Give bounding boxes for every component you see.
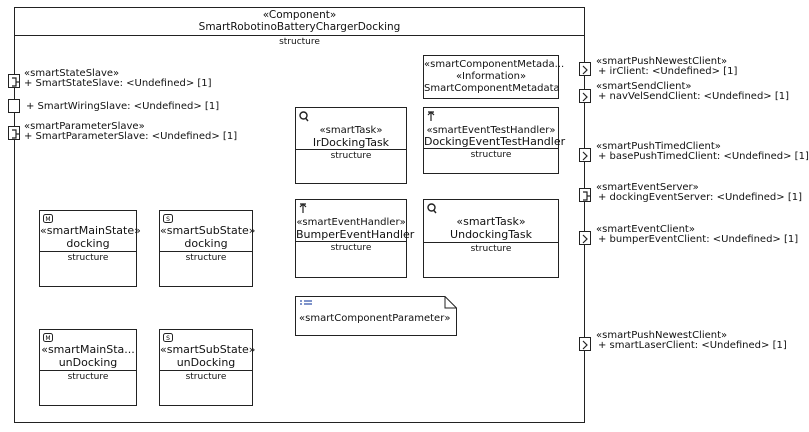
port-smart-state-slave[interactable] bbox=[8, 74, 20, 88]
component-stereotype: «Component» bbox=[262, 9, 337, 21]
port-label: + irClient: <Undefined> [1] bbox=[598, 66, 738, 77]
state-stereotype: «smartMainState» bbox=[40, 224, 141, 237]
task-name: IrDockingTask bbox=[312, 136, 390, 149]
component-name: SmartRobotinoBatteryChargerDocking bbox=[198, 21, 401, 33]
task-compartment: structure bbox=[330, 243, 372, 253]
task-compartment: structure bbox=[330, 151, 372, 161]
component-parameter-note[interactable]: «smartComponentParameter» bbox=[295, 296, 457, 336]
note-shape bbox=[295, 296, 457, 336]
clock-icon bbox=[427, 203, 437, 214]
sub-state-icon: S bbox=[163, 214, 173, 223]
port-label: + smartLaserClient: <Undefined> [1] bbox=[598, 340, 787, 351]
port-smart-parameter-slave[interactable] bbox=[8, 126, 20, 140]
state-stereotype: «smartSubState» bbox=[160, 224, 256, 237]
task-name: DockingEventTestHandler bbox=[424, 135, 566, 148]
port-base-push-timed-client[interactable] bbox=[579, 148, 591, 162]
provided-port-icon bbox=[583, 191, 590, 201]
state-box-sub-undocking[interactable]: S «smartSubState» unDocking structure bbox=[159, 329, 256, 406]
component-frame[interactable] bbox=[14, 7, 585, 423]
metadata-stereotype: «smartComponentMetada... bbox=[424, 59, 565, 70]
provided-port-icon bbox=[12, 129, 19, 139]
port-ir-client[interactable] bbox=[579, 62, 591, 76]
port-stereotype: «smartEventClient» bbox=[596, 224, 695, 235]
port-stereotype: «smartPushNewestClient» bbox=[596, 330, 728, 341]
state-name: docking bbox=[184, 237, 228, 250]
port-label: + basePushTimedClient: <Undefined> [1] bbox=[598, 151, 809, 162]
task-box-docking-event-test-handler[interactable]: «smartEventTestHandler» DockingEventTest… bbox=[423, 107, 566, 174]
task-compartment: structure bbox=[470, 244, 512, 254]
required-port-icon bbox=[582, 92, 588, 102]
task-name: BumperEventHandler bbox=[296, 228, 415, 241]
port-label: + SmartStateSlave: <Undefined> [1] bbox=[24, 78, 212, 89]
parameter-icon bbox=[300, 300, 312, 305]
task-box-bumper-event-handler[interactable]: «smartEventHandler» BumperEventHandler s… bbox=[295, 199, 415, 278]
port-bumper-event-client[interactable] bbox=[579, 231, 591, 245]
required-port-icon bbox=[582, 234, 588, 244]
port-label: + SmartParameterSlave: <Undefined> [1] bbox=[24, 131, 238, 142]
state-box-sub-docking[interactable]: S «smartSubState» docking structure bbox=[159, 210, 256, 287]
main-state-icon: M bbox=[43, 214, 53, 223]
task-compartment: structure bbox=[470, 150, 512, 160]
arrow-up-icon bbox=[299, 203, 307, 213]
port-nav-vel-send-client[interactable] bbox=[579, 89, 591, 103]
port-stereotype: «smartParameterSlave» bbox=[24, 121, 145, 132]
port-stereotype: «smartPushTimedClient» bbox=[596, 141, 721, 152]
state-stereotype: «smartMainSta... bbox=[41, 343, 135, 356]
parameter-label: «smartComponentParameter» bbox=[299, 313, 451, 324]
task-box-ir-docking[interactable]: «smartTask» IrDockingTask structure bbox=[295, 107, 407, 184]
port-label: + bumperEventClient: <Undefined> [1] bbox=[598, 234, 799, 245]
port-label: + navVelSendClient: <Undefined> [1] bbox=[598, 91, 790, 102]
task-box-undocking[interactable]: «smartTask» UndockingTask structure bbox=[423, 199, 559, 278]
state-compartment: structure bbox=[185, 372, 227, 382]
main-state-icon: M bbox=[43, 333, 53, 342]
required-port-icon bbox=[582, 65, 588, 75]
clock-icon bbox=[299, 111, 309, 122]
svg-text:S: S bbox=[166, 216, 170, 223]
task-stereotype: «smartTask» bbox=[456, 215, 526, 228]
state-compartment: structure bbox=[185, 253, 227, 263]
provided-port-icon bbox=[12, 77, 19, 87]
port-docking-event-server[interactable] bbox=[579, 188, 591, 202]
required-port-icon bbox=[582, 151, 588, 161]
task-stereotype: «smartEventHandler» bbox=[296, 217, 406, 228]
required-port-icon bbox=[582, 340, 588, 350]
svg-text:S: S bbox=[166, 335, 170, 342]
task-name: UndockingTask bbox=[450, 228, 532, 241]
sub-state-icon: S bbox=[163, 333, 173, 342]
arrow-up-icon bbox=[427, 111, 435, 121]
task-stereotype: «smartTask» bbox=[319, 125, 383, 136]
port-stereotype: «smartSendClient» bbox=[596, 81, 692, 92]
port-stereotype: «smartStateSlave» bbox=[24, 68, 120, 79]
state-stereotype: «smartSubState» bbox=[160, 343, 256, 356]
state-box-main-docking[interactable]: M «smartMainState» docking structure bbox=[39, 210, 141, 287]
component-divider bbox=[14, 35, 585, 36]
state-compartment: structure bbox=[67, 253, 109, 263]
state-name: docking bbox=[66, 237, 110, 250]
component-compartment-label: structure bbox=[279, 37, 320, 47]
metadata-box[interactable]: «smartComponentMetada... «Information» S… bbox=[423, 55, 565, 99]
port-label: + SmartWiringSlave: <Undefined> [1] bbox=[26, 101, 220, 112]
state-box-main-undocking[interactable]: M «smartMainSta... unDocking structure bbox=[39, 329, 137, 406]
component-header: «Component» SmartRobotinoBatteryChargerD… bbox=[14, 9, 585, 33]
port-smart-laser-client[interactable] bbox=[579, 337, 591, 351]
svg-text:M: M bbox=[45, 335, 50, 342]
state-name: unDocking bbox=[176, 356, 236, 369]
port-smart-wiring-slave[interactable] bbox=[8, 99, 20, 113]
state-name: unDocking bbox=[58, 356, 118, 369]
metadata-stereotype-information: «Information» bbox=[455, 71, 527, 82]
port-stereotype: «smartPushNewestClient» bbox=[596, 56, 728, 67]
task-stereotype: «smartEventTestHandler» bbox=[426, 125, 556, 136]
state-compartment: structure bbox=[67, 372, 109, 382]
svg-text:M: M bbox=[45, 216, 50, 223]
metadata-name: SmartComponentMetadata bbox=[424, 83, 560, 94]
port-stereotype: «smartEventServer» bbox=[596, 182, 699, 193]
port-label: + dockingEventServer: <Undefined> [1] bbox=[598, 192, 802, 203]
